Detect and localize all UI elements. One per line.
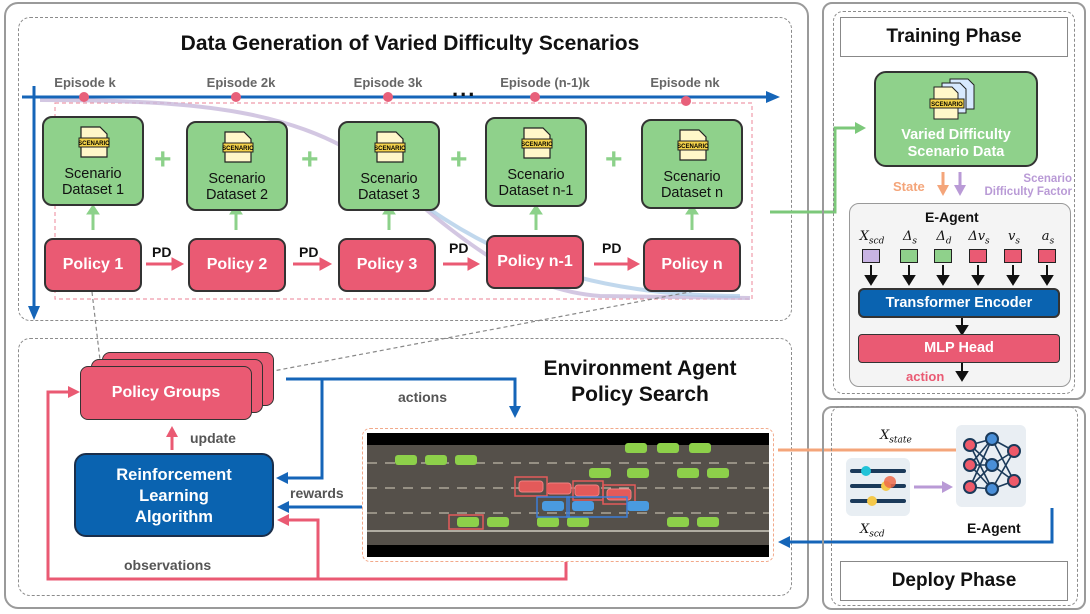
plus-sign: + [605,143,623,176]
episode-label-2: Episode 2k [206,75,276,90]
training-phase-title: Training Phase [840,17,1068,57]
deploy-inner-section [831,406,1078,606]
scenario-files-stack-icon: SCENARIO [929,78,975,120]
traffic-simulation-image [362,428,774,562]
svg-text:SCENARIO: SCENARIO [374,146,406,152]
policy-box-4: Policy n-1 [486,235,584,289]
episode-label-4: Episode (n-1)k [500,75,590,90]
plus-sign: + [450,143,468,176]
policy-box-5: Policy n [643,238,741,292]
feature-label-x-scd: Xscd [859,229,885,247]
training-inner-section [833,11,1075,394]
policy-search-section [18,338,792,596]
feature-label-v-s: vs [1008,229,1020,247]
feature-token-delta-d [934,249,952,263]
episode-label-1: Episode k [54,75,116,90]
feature-token-v-s [1004,249,1022,263]
neural-network-icon [956,425,1026,507]
svg-text:SCENARIO: SCENARIO [78,141,110,147]
difficulty-settings-icon [846,458,910,516]
state-label: State [893,179,925,194]
feature-token-delta-v-s [969,249,987,263]
policy-box-2: Policy 2 [188,238,286,292]
data-generation-title: Data Generation of Varied Difficulty Sce… [180,32,640,55]
e-agent-deploy-label: E-Agent [967,520,1021,536]
observations-label: observations [124,557,212,573]
training-panel [822,2,1086,400]
x-state-label: Xstate [880,428,912,446]
episode-label-5: Episode nk [650,75,720,90]
policy-groups-label: Policy Groups [80,366,252,420]
data-generation-section [18,17,792,321]
scenario-file-icon: SCENARIO [677,129,709,161]
plus-sign: + [154,143,172,176]
feature-label-delta-s: Δs [902,229,917,247]
pd-label: PD [449,240,469,256]
x-scd-label: Xscd [860,522,885,540]
scenario-file-icon: SCENARIO [78,126,110,158]
deploy-panel [822,406,1086,610]
feature-label-a-s: as [1041,229,1055,247]
svg-text:SCENARIO: SCENARIO [677,144,709,150]
action-label: action [906,369,945,384]
policy-groups-stack: Policy Groups [80,352,280,422]
pd-label: PD [299,244,319,260]
pd-label: PD [602,240,622,256]
deploy-phase-title: Deploy Phase [840,561,1068,601]
feature-label-delta-v-s: Δvs [968,229,990,247]
pd-label: PD [152,244,172,260]
scenario-file-icon: SCENARIO [521,127,553,159]
feature-token-delta-s [900,249,918,263]
svg-text:SCENARIO: SCENARIO [222,146,254,152]
feature-token-x-scd [862,249,880,263]
left-panel [4,2,809,609]
mlp-head-box: MLP Head [858,334,1060,363]
plus-sign: + [301,143,319,176]
scenario-file-icon: SCENARIO [374,131,406,163]
policy-box-1: Policy 1 [44,238,142,292]
rewards-label: rewards [290,485,344,501]
scenario-file-icon: SCENARIO [222,131,254,163]
actions-label: actions [398,389,448,405]
policy-box-3: Policy 3 [338,238,436,292]
svg-text:SCENARIO: SCENARIO [931,102,963,108]
e-agent-title: E-Agent [925,209,979,225]
svg-text:SCENARIO: SCENARIO [521,142,553,148]
update-label: update [190,430,236,446]
episode-label-3: Episode 3k [353,75,423,90]
transformer-encoder-box: Transformer Encoder [858,288,1060,318]
feature-label-delta-d: Δd [936,229,952,247]
feature-token-a-s [1038,249,1056,263]
episode-ellipsis: ... [452,76,477,101]
